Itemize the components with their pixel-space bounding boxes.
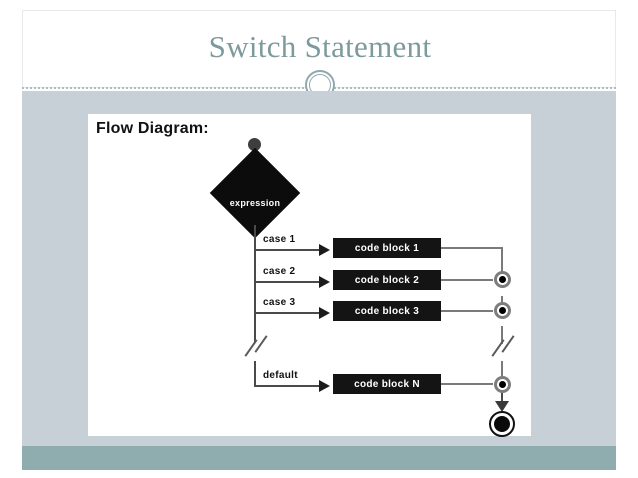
end-arrowhead xyxy=(495,401,509,412)
default-arrowhead xyxy=(319,380,330,392)
guard-label-case-2: case 2 xyxy=(263,266,296,277)
code-block-2-to-merge-connector xyxy=(441,279,493,281)
right-spine-segment-3 xyxy=(501,326,503,344)
decision-label: expression xyxy=(229,198,281,208)
guard-label-case-1: case 1 xyxy=(263,234,296,245)
merge-node-2-icon xyxy=(494,302,511,319)
case-2-connector xyxy=(254,281,324,283)
merge-node-1-icon xyxy=(494,271,511,288)
left-continuation-slash-2-icon xyxy=(254,335,268,353)
guard-label-case-3: case 3 xyxy=(263,297,296,308)
page-title: Switch Statement xyxy=(208,29,432,64)
flow-diagram-heading: Flow Diagram: xyxy=(96,120,209,137)
code-block-3-to-merge-connector xyxy=(441,310,493,312)
code-block-1-to-merge-connector xyxy=(441,247,502,249)
right-spine-segment-4 xyxy=(501,361,503,385)
guard-label-default: default xyxy=(263,370,298,381)
case-3-connector xyxy=(254,312,324,314)
content-card: Flow Diagram: expression case 1 code blo… xyxy=(88,114,531,437)
start-node-icon xyxy=(248,138,261,151)
merge-node-3-icon xyxy=(494,376,511,393)
action-node-code-block-2: code block 2 xyxy=(333,270,441,290)
action-node-code-block-3: code block 3 xyxy=(333,301,441,321)
flow-diagram: expression case 1 code block 1 case 2 co… xyxy=(88,114,531,437)
code-block-n-to-merge-connector xyxy=(441,383,493,385)
case-1-connector xyxy=(254,249,324,251)
action-node-code-block-n: code block N xyxy=(333,374,441,394)
case-1-arrowhead xyxy=(319,244,330,256)
action-node-code-block-1: code block 1 xyxy=(333,238,441,258)
left-spine-lower xyxy=(254,361,256,385)
right-continuation-slash-2-icon xyxy=(501,335,515,353)
case-2-arrowhead xyxy=(319,276,330,288)
default-connector xyxy=(254,385,324,387)
footer-bar xyxy=(22,446,616,470)
right-spine-segment-1 xyxy=(501,247,503,281)
left-spine-upper xyxy=(254,225,256,343)
case-3-arrowhead xyxy=(319,307,330,319)
merge-to-end-connector xyxy=(501,393,503,404)
end-node-icon xyxy=(489,411,515,437)
